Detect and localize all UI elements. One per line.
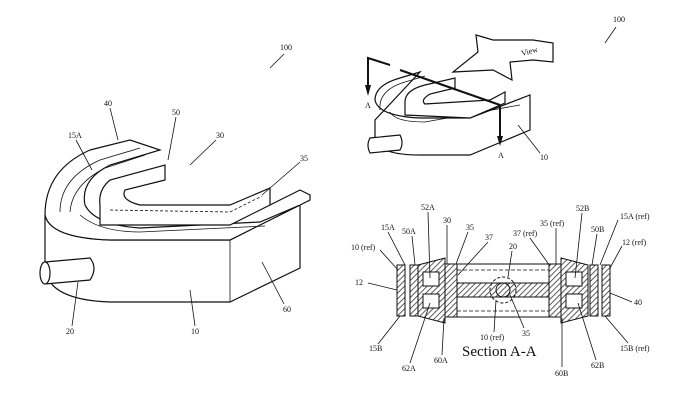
ref-15A: 15A bbox=[381, 223, 395, 232]
section-marker-a-left: A bbox=[365, 101, 371, 110]
ref-20: 20 bbox=[509, 242, 517, 251]
ref-40-label: 40 bbox=[104, 99, 112, 108]
inner-block bbox=[100, 165, 270, 225]
ref-100-label-top: 100 bbox=[613, 15, 625, 24]
ref-62B: 62B bbox=[591, 361, 604, 370]
ref-15A-ref: 15A (ref) bbox=[620, 212, 650, 221]
isometric-view-device: 100 40 50 15A 30 35 20 10 60 bbox=[40, 43, 310, 336]
ref-10-ref-left: 10 (ref) bbox=[351, 243, 376, 252]
ref-30-label: 30 bbox=[216, 131, 224, 140]
ref-60B: 60B bbox=[555, 369, 568, 378]
ref-15B: 15B bbox=[369, 344, 382, 353]
ref-15A-label: 15A bbox=[68, 131, 82, 140]
ref-60A: 60A bbox=[434, 356, 448, 365]
ref-35-ref: 35 (ref) bbox=[540, 219, 565, 228]
section-indicator-view: A A View 10 100 bbox=[365, 15, 625, 162]
section-caption: Section A-A bbox=[462, 344, 537, 360]
view-direction-arrow: View bbox=[453, 35, 553, 80]
ref-15B-ref: 15B (ref) bbox=[620, 344, 650, 353]
ref-10-ref-bottom: 10 (ref) bbox=[480, 333, 505, 342]
ref-20-label: 20 bbox=[66, 327, 74, 336]
ref-35: 35 bbox=[466, 223, 474, 232]
ref-30: 30 bbox=[443, 216, 451, 225]
ref-35-bottom: 35 bbox=[522, 329, 530, 338]
section-marker-a-right: A bbox=[498, 151, 504, 160]
ref-50A: 50A bbox=[402, 227, 416, 236]
ref-12: 12 bbox=[355, 278, 363, 287]
ref-37-ref: 37 (ref) bbox=[513, 229, 538, 238]
ref-37: 37 bbox=[485, 233, 493, 242]
ref-12-ref: 12 (ref) bbox=[622, 238, 647, 247]
ref-100-label: 100 bbox=[280, 43, 292, 52]
section-a-a: Section A-A 10 (ref) 15A 50A 52A 30 35 3… bbox=[351, 203, 650, 378]
ref-10-label: 10 bbox=[191, 327, 199, 336]
ref-52B: 52B bbox=[576, 204, 589, 213]
ref-10-label-top: 10 bbox=[540, 153, 548, 162]
ref-62A: 62A bbox=[402, 364, 416, 373]
ref-60-label: 60 bbox=[283, 305, 291, 314]
ref-50-label: 50 bbox=[172, 108, 180, 117]
ref-52A: 52A bbox=[421, 203, 435, 212]
ref-35-label: 35 bbox=[300, 154, 308, 163]
ref-40: 40 bbox=[634, 298, 642, 307]
ref-50B: 50B bbox=[591, 225, 604, 234]
